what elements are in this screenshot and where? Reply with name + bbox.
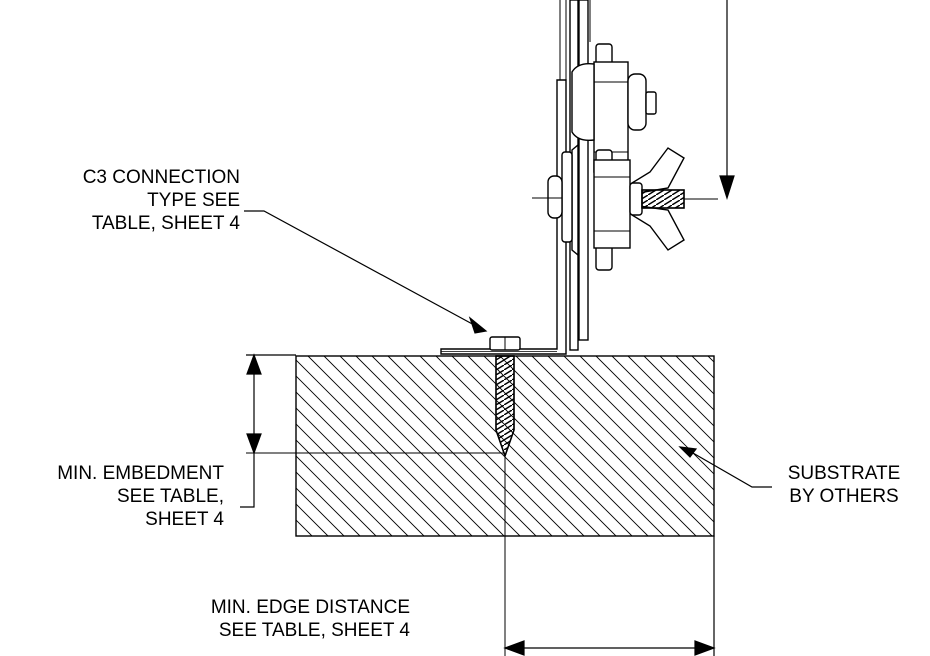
hatch-line — [296, 487, 345, 536]
hatch-line — [643, 356, 714, 427]
hatch-line — [296, 423, 409, 536]
hatch-line — [611, 356, 714, 459]
substrate-label: SUBSTRATE BY OTHERS — [770, 462, 918, 508]
hatch-line — [691, 356, 714, 379]
hatch-line — [371, 356, 553, 536]
hatch-line — [323, 356, 505, 536]
hatch-line — [296, 439, 393, 536]
substrate-label-line1: SUBSTRATE — [787, 463, 901, 484]
edge-distance-label-line1: MIN. EDGE DISTANCE — [210, 597, 410, 618]
hatch-line — [707, 356, 714, 363]
hatch-line — [531, 356, 713, 536]
hatch-line — [579, 356, 714, 491]
substrate-label-line2: BY OTHERS — [789, 486, 899, 507]
hatch-line — [595, 356, 714, 475]
edge-distance-label: MIN. EDGE DISTANCE SEE TABLE, SHEET 4 — [140, 596, 410, 642]
hatch-line — [547, 356, 714, 523]
substrate-block — [295, 355, 715, 537]
hatch-line — [339, 356, 521, 536]
hatch-line — [355, 356, 537, 536]
hatch-line — [675, 356, 714, 395]
edge-distance-dimension — [503, 456, 716, 656]
embedment-label: MIN. EMBEDMENT SEE TABLE, SHEET 4 — [20, 462, 224, 531]
hatch-line — [296, 375, 457, 536]
connection-label-line2: TYPE SEE — [147, 190, 240, 211]
hatch-line — [403, 356, 585, 536]
embedment-label-line3: SHEET 4 — [145, 509, 224, 530]
connection-leader — [244, 210, 488, 334]
hatch-line — [467, 356, 649, 536]
hatch-line — [296, 391, 441, 536]
lower-fastener — [532, 143, 718, 271]
angle-bracket — [440, 0, 567, 355]
connection-label: C3 CONNECTION TYPE SEE TABLE, SHEET 4 — [60, 166, 240, 235]
hatch-line — [627, 356, 714, 443]
hatch-line — [296, 455, 377, 536]
hatch-line — [659, 356, 714, 411]
embedment-dimension — [246, 353, 505, 455]
embedment-label-line1: MIN. EMBEDMENT — [57, 463, 224, 484]
hatch-line — [419, 356, 601, 536]
hatch-line — [296, 471, 361, 536]
hatch-line — [296, 407, 425, 536]
embedment-label-line2: SEE TABLE, — [116, 486, 224, 507]
connection-label-line1: C3 CONNECTION — [82, 167, 240, 188]
hatch-line — [515, 356, 697, 536]
hatch-line — [499, 356, 681, 536]
hatch-line — [563, 356, 714, 507]
hatch-line — [451, 356, 633, 536]
embedment-leader — [240, 453, 255, 508]
hatch-line — [307, 356, 489, 536]
hatch-line — [296, 503, 329, 536]
hatch-line — [435, 356, 617, 536]
substrate-leader — [678, 446, 772, 488]
c3-screw — [489, 336, 521, 459]
hatch-line — [387, 356, 569, 536]
height-dimension — [719, 0, 735, 200]
hatch-line — [296, 359, 473, 536]
edge-distance-label-line2: SEE TABLE, SHEET 4 — [218, 620, 410, 641]
connection-label-line3: TABLE, SHEET 4 — [91, 213, 240, 234]
